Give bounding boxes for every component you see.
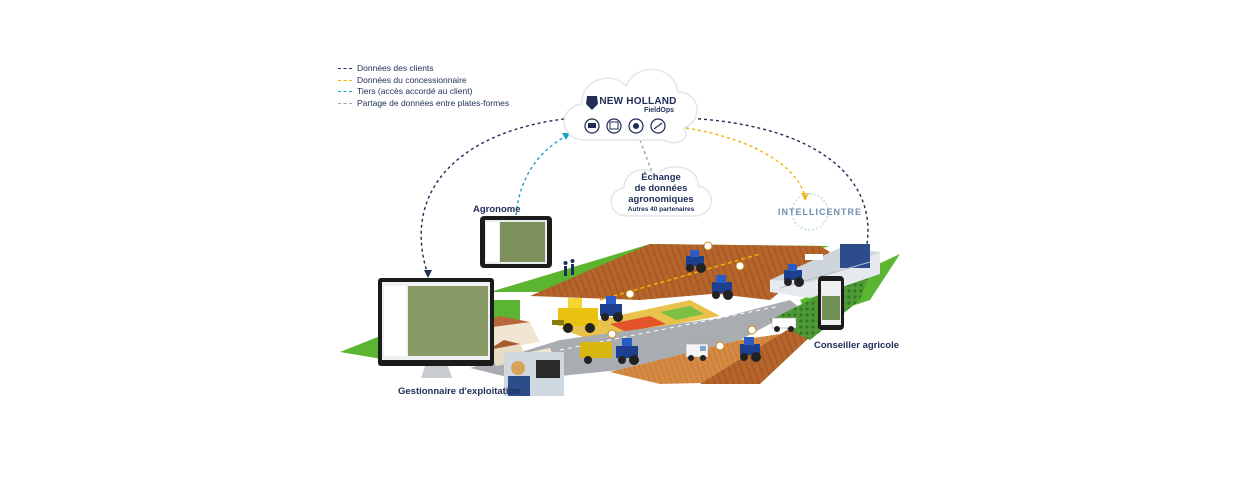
- lower-right-field: [700, 318, 830, 384]
- label-conseiller: Conseiller agricole: [814, 340, 900, 351]
- product-name: FieldOps: [644, 107, 674, 114]
- flow-arc-agronome: [515, 134, 569, 216]
- legend-swatch-dealer: [338, 79, 352, 81]
- tractor-mid: [712, 275, 733, 300]
- location-pin-icon: [607, 241, 757, 351]
- desktop-monitor: [378, 278, 494, 378]
- legend-item-platforms: Partage de données entre plates-formes: [338, 98, 509, 110]
- flow-arc-customer-right: [685, 117, 869, 251]
- new-holland-logo-icon: [586, 96, 598, 110]
- legend-item-clients: Données des clients: [338, 63, 509, 75]
- legend-item-third-party: Tiers (accès accordé au client): [338, 86, 509, 98]
- exchange-line-1: Échange: [641, 172, 681, 183]
- flow-arc-dealer: [685, 127, 806, 199]
- legend-swatch-third-party: [338, 91, 352, 93]
- tractor-road: [740, 337, 761, 362]
- label-agronome: Agronome: [473, 204, 521, 215]
- exchange-partners: Autres 40 partenaires: [627, 206, 695, 213]
- legend-label: Tiers (accès accordé au client): [357, 86, 473, 96]
- yield-strip-red: [610, 316, 666, 332]
- legend-label: Données du concessionnaire: [357, 74, 467, 85]
- tablet-device: [480, 216, 552, 268]
- service-icons: [584, 118, 666, 134]
- intellicentre-ring-icon: [791, 193, 829, 231]
- arrowhead: [424, 270, 432, 278]
- smartphone-device: [818, 276, 844, 330]
- road-marking: [559, 305, 781, 351]
- exchange-cloud: [610, 166, 712, 217]
- exchange-text: Échange de données agronomiques Autres 4…: [616, 172, 706, 215]
- brand-name: NEW HOLLAND: [599, 96, 677, 107]
- tractor-top: [686, 250, 706, 273]
- arrowhead: [562, 133, 570, 140]
- yield-strip-green: [660, 306, 704, 320]
- legend-label: Partage de données entre plates-formes: [357, 97, 510, 108]
- legend-item-dealer: Données du concessionnaire: [338, 75, 509, 87]
- flow-arc-customer-left: [420, 117, 573, 276]
- plowed-field-right: [700, 246, 830, 300]
- legend-swatch-clients: [338, 68, 352, 70]
- pickup-truck: [771, 317, 797, 332]
- exchange-line-3: agronomiques: [628, 194, 694, 205]
- flow-arc-platform: [639, 139, 653, 173]
- service-van: [685, 343, 709, 361]
- tractor-trailer: [570, 296, 623, 322]
- label-gestionnaire: Gestionnaire d'exploitation: [398, 386, 521, 397]
- exchange-line-2: de données: [634, 183, 688, 194]
- farm-manager-photo: [504, 352, 564, 396]
- legend-swatch-platforms: [338, 102, 352, 104]
- legend: Données des clients Données du concessio…: [338, 63, 509, 109]
- cloud-branding: NEW HOLLAND FieldOps: [598, 96, 678, 114]
- legend-label: Données des clients: [357, 63, 434, 73]
- agronomist-figures: [563, 259, 575, 276]
- tractor-right: [784, 264, 804, 287]
- baler-tractor: [580, 338, 639, 365]
- label-intellicentre: INTELLICENTRE: [778, 207, 862, 217]
